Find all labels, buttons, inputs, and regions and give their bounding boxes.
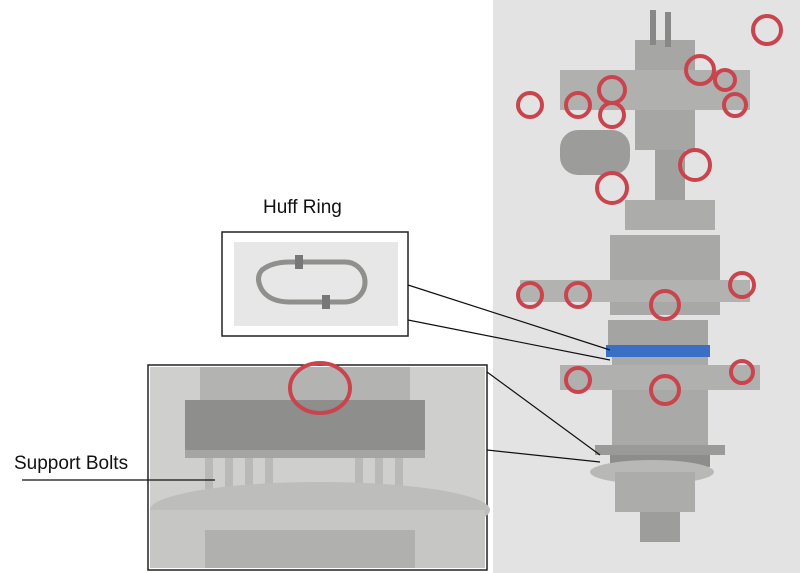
huff-ring-band <box>606 345 710 357</box>
leader-lines <box>22 284 611 481</box>
huff-ring-label: Huff Ring <box>263 197 342 218</box>
christmas-tree-render <box>516 10 783 542</box>
huff-ring-image <box>256 259 368 305</box>
huff-ring-inset <box>221 231 409 337</box>
support-bolts-inset <box>147 361 490 571</box>
support-bolts-label: Support Bolts <box>14 453 129 474</box>
